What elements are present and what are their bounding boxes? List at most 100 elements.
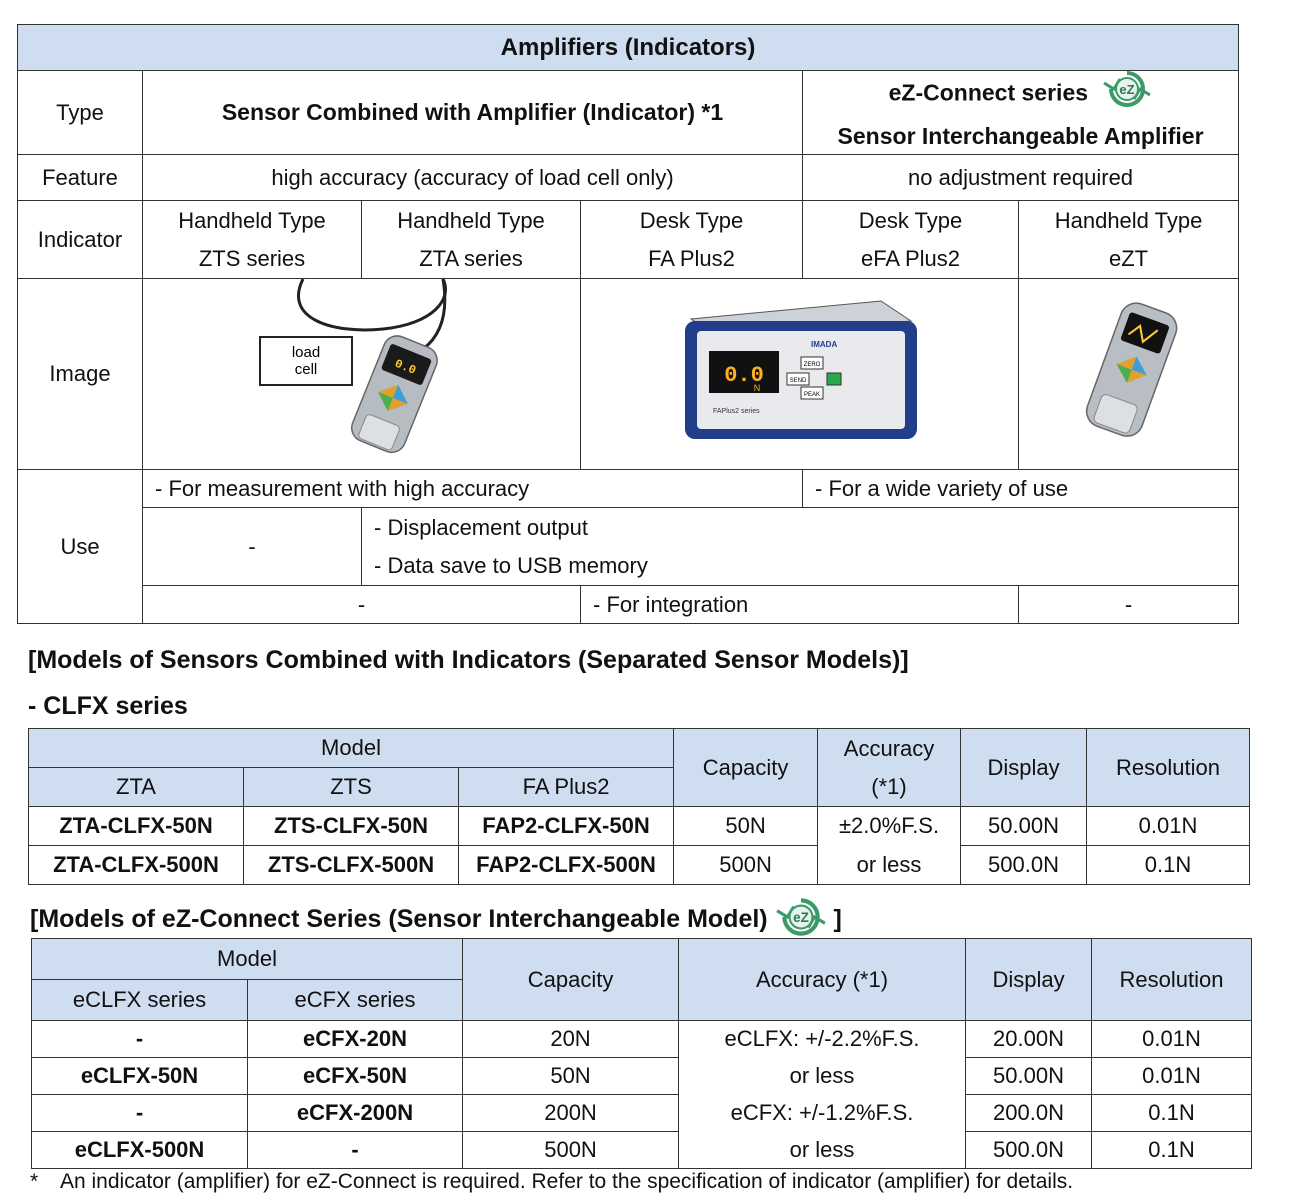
row-label-type: Type bbox=[17, 70, 143, 155]
clfx-cell-resolution: 0.1N bbox=[1086, 845, 1251, 885]
footnote: * An indicator (amplifier) for eZ-Connect… bbox=[30, 1170, 1073, 1194]
clfx-accuracy-header: Accuracy (*1) bbox=[817, 728, 962, 807]
ez-cell-capacity: 20N bbox=[462, 1020, 680, 1058]
ez-display-header: Display bbox=[965, 938, 1093, 1021]
ez-logo-icon: eZ bbox=[1102, 71, 1152, 119]
ez-cell-accuracy-line3: eCFX: +/-1.2%F.S. bbox=[678, 1094, 967, 1132]
clfx-series-heading: - CLFX series bbox=[28, 692, 188, 720]
clfx-resolution-header: Resolution bbox=[1086, 728, 1251, 807]
clfx-cell-zta: ZTA-CLFX-50N bbox=[28, 806, 244, 846]
use-for-integration: - For integration bbox=[580, 585, 1019, 624]
clfx-capacity-header: Capacity bbox=[673, 728, 819, 807]
clfx-cell-accuracy-line1: ±2.0%F.S. bbox=[817, 806, 962, 846]
indicator-series: ZTA series bbox=[419, 245, 523, 271]
footnote-star: * bbox=[30, 1170, 39, 1193]
clfx-cell-capacity: 500N bbox=[673, 845, 819, 885]
ez-connect-series-label: eZ-Connect series bbox=[888, 79, 1089, 106]
use-row3-dash-right: - bbox=[1017, 585, 1240, 624]
image-handheld-with-loadcell: load cell 0.0 bbox=[142, 278, 581, 470]
sensor-interchangeable-label: Sensor Interchangeable Amplifier bbox=[837, 123, 1204, 149]
use-row2-dash: - bbox=[142, 507, 362, 586]
ez-logo-text: eZ bbox=[793, 910, 809, 925]
table-row: eCLFX-50N eCFX-50N 50N or less 50.00N 0.… bbox=[31, 1057, 1253, 1095]
device-display-unit: N bbox=[754, 383, 761, 393]
clfx-section-heading: [Models of Sensors Combined with Indicat… bbox=[28, 646, 909, 674]
feature-right: no adjustment required bbox=[801, 154, 1240, 201]
ez-section-heading-close: ] bbox=[833, 905, 842, 934]
ez-cell-display: 20.00N bbox=[965, 1020, 1093, 1058]
handheld-loadcell-image: load cell 0.0 bbox=[259, 279, 447, 454]
clfx-col-zta: ZTA bbox=[28, 767, 244, 807]
clfx-accuracy-header-line1: Accuracy bbox=[843, 735, 935, 761]
ez-col-ecfx: eCFX series bbox=[246, 979, 464, 1021]
load-cell-label-line1: load bbox=[292, 344, 320, 361]
row-label-feature: Feature bbox=[17, 154, 143, 201]
ez-cell-resolution: 0.1N bbox=[1091, 1094, 1253, 1132]
device-display-value: 0.0 bbox=[724, 363, 764, 388]
device-button-zero: ZERO bbox=[804, 362, 821, 368]
load-cell-label-box bbox=[259, 336, 353, 386]
use-row2-features: - Displacement output - Data save to USB… bbox=[360, 507, 1240, 586]
table-row: ZTA-CLFX-500N ZTS-CLFX-500N FAP2-CLFX-50… bbox=[28, 845, 1251, 885]
clfx-cell-resolution: 0.01N bbox=[1086, 806, 1251, 846]
use-row3-dash-left: - bbox=[142, 585, 581, 624]
ez-cell-ecfx: - bbox=[246, 1131, 464, 1169]
load-cell-label-line2: cell bbox=[295, 361, 318, 378]
clfx-cell-display: 500.0N bbox=[960, 845, 1088, 885]
ez-cell-eclfx: - bbox=[31, 1094, 248, 1132]
image-desk-indicator: 0.0 N IMADA ZERO SEND PEAK FAPlus2 serie… bbox=[580, 278, 1019, 470]
clfx-cell-display: 50.00N bbox=[960, 806, 1088, 846]
ez-cell-resolution: 0.01N bbox=[1091, 1057, 1253, 1095]
clfx-accuracy-header-line2: (*1) bbox=[871, 773, 907, 799]
ez-cell-ecfx: eCFX-50N bbox=[246, 1057, 464, 1095]
ez-cell-accuracy-line2: or less bbox=[678, 1057, 967, 1095]
amplifiers-title: Amplifiers (Indicators) bbox=[16, 24, 1240, 71]
indicator-fa-plus2: Desk Type FA Plus2 bbox=[580, 200, 803, 279]
device-brand: IMADA bbox=[811, 340, 837, 349]
indicator-kind: Desk Type bbox=[858, 207, 963, 233]
ez-cell-eclfx: eCLFX-50N bbox=[31, 1057, 248, 1095]
use-usb-memory: - Data save to USB memory bbox=[374, 552, 648, 578]
clfx-table: Model Capacity Accuracy (*1) Display Res… bbox=[27, 728, 1251, 885]
footnote-text: An indicator (amplifier) for eZ-Connect … bbox=[60, 1170, 1074, 1193]
indicator-series: FA Plus2 bbox=[648, 245, 735, 271]
indicator-kind: Handheld Type bbox=[1054, 207, 1203, 233]
ez-accuracy-header: Accuracy (*1) bbox=[678, 938, 967, 1021]
device-button-send: SEND bbox=[790, 378, 807, 384]
ez-capacity-header: Capacity bbox=[462, 938, 680, 1021]
table-row: eCLFX-500N - 500N or less 500.0N 0.1N bbox=[31, 1131, 1253, 1169]
ez-cell-resolution: 0.1N bbox=[1091, 1131, 1253, 1169]
clfx-cell-accuracy-line2: or less bbox=[817, 845, 962, 885]
clfx-display-header: Display bbox=[960, 728, 1088, 807]
row-label-use: Use bbox=[17, 469, 143, 624]
indicator-kind: Handheld Type bbox=[397, 207, 545, 233]
table-row: - eCFX-20N 20N eCLFX: +/-2.2%F.S. 20.00N… bbox=[31, 1020, 1253, 1058]
ez-section-heading-text: [Models of eZ-Connect Series (Sensor Int… bbox=[30, 905, 768, 934]
ez-section-heading: [Models of eZ-Connect Series (Sensor Int… bbox=[30, 898, 842, 943]
ez-cell-accuracy-line4: or less bbox=[678, 1131, 967, 1169]
use-wide-variety: - For a wide variety of use bbox=[801, 469, 1240, 508]
clfx-model-header: Model bbox=[27, 728, 675, 768]
ez-cell-capacity: 200N bbox=[462, 1094, 680, 1132]
indicator-series: eZT bbox=[1108, 245, 1149, 271]
indicator-kind: Desk Type bbox=[639, 207, 744, 233]
indicator-series: eFA Plus2 bbox=[860, 245, 961, 271]
use-displacement-output: - Displacement output bbox=[374, 514, 588, 540]
ez-resolution-header: Resolution bbox=[1091, 938, 1253, 1021]
clfx-cell-zta: ZTA-CLFX-500N bbox=[28, 845, 244, 885]
ez-logo-icon: eZ bbox=[775, 898, 827, 943]
indicator-ezt: Handheld Type eZT bbox=[1017, 200, 1240, 279]
image-ezt bbox=[1017, 278, 1240, 470]
indicator-kind: Handheld Type bbox=[178, 207, 326, 233]
desk-indicator-image: 0.0 N IMADA ZERO SEND PEAK FAPlus2 serie… bbox=[685, 300, 917, 439]
ez-cell-display: 500.0N bbox=[965, 1131, 1093, 1169]
type-sensor-combined: Sensor Combined with Amplifier (Indicato… bbox=[142, 70, 803, 155]
use-high-accuracy: - For measurement with high accuracy bbox=[142, 469, 803, 508]
clfx-cell-zts: ZTS-CLFX-500N bbox=[243, 845, 459, 885]
clfx-cell-capacity: 50N bbox=[673, 806, 819, 846]
ez-connect-table: Model Capacity Accuracy (*1) Display Res… bbox=[30, 938, 1253, 1169]
indicator-efa-plus2: Desk Type eFA Plus2 bbox=[802, 200, 1019, 279]
row-label-image: Image bbox=[17, 278, 143, 470]
